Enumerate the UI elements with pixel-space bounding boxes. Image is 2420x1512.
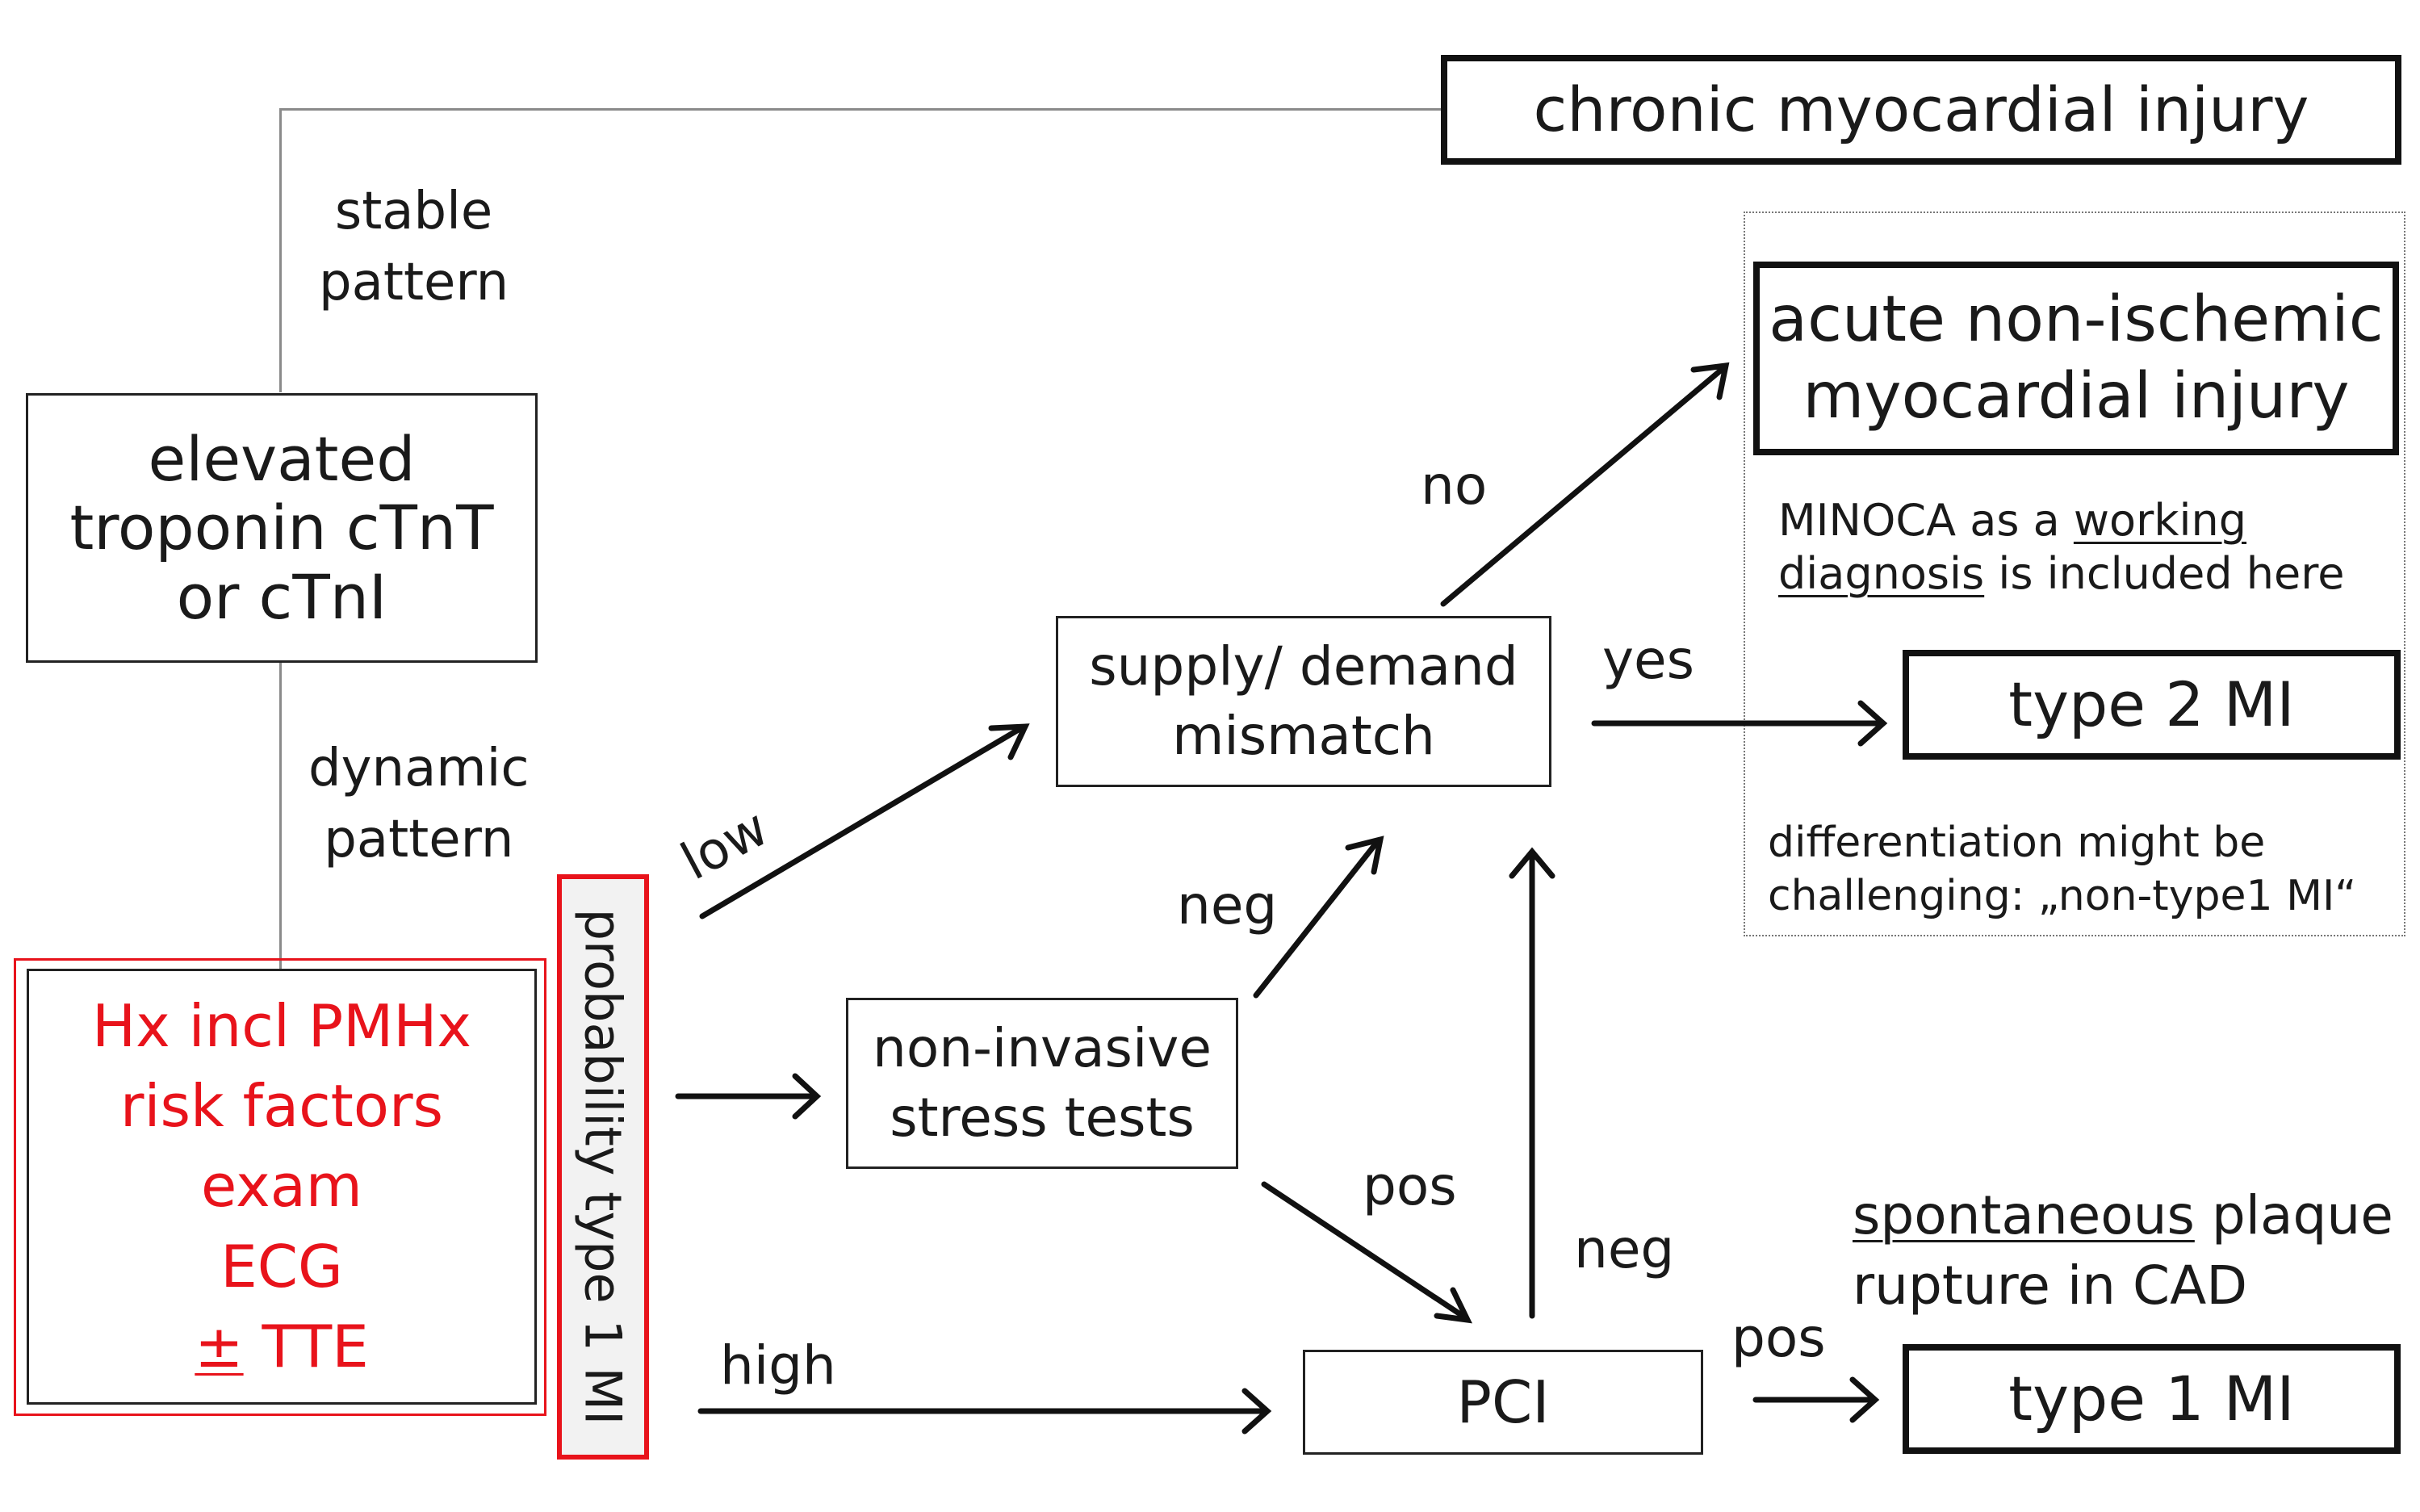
acute-line-1: acute non-ischemic: [1769, 283, 2384, 356]
troponin-line-1: elevated: [148, 423, 416, 496]
troponin-box: elevated troponin cTnT or cTnI: [26, 393, 538, 663]
arrow-pos-stress: [1261, 1181, 1468, 1321]
working-text: working: [2073, 495, 2247, 546]
probability-box: probability type 1 MI: [557, 874, 649, 1460]
pos-stress-label: pos: [1363, 1155, 1457, 1217]
arrow-no: [1440, 365, 1727, 607]
neg-stress-label: neg: [1177, 874, 1278, 936]
minoca-text-1: MINOCA as a: [1778, 495, 2074, 546]
no-label: no: [1421, 454, 1488, 517]
high-label: high: [720, 1334, 836, 1397]
minoca-line-1: MINOCA as a working: [1778, 494, 2344, 547]
stress-line-1: non-invasive: [873, 1017, 1212, 1080]
dynamic-word: dynamic: [308, 739, 530, 798]
chronic-label: chronic myocardial injury: [1533, 73, 2309, 146]
diagnosis-text: diagnosis: [1778, 547, 1985, 599]
connector-stable: [279, 108, 282, 392]
supply-line-2: mismatch: [1172, 705, 1435, 767]
pos-pci-label: pos: [1731, 1307, 1826, 1369]
stable-pattern-label: stable pattern: [319, 176, 509, 319]
type2-group-region: [1744, 212, 2405, 936]
tte-text: TTE: [243, 1313, 369, 1381]
minoca-text-2: is included here: [1984, 547, 2345, 599]
supply-line-1: supply/ demand: [1089, 635, 1518, 698]
neg-pci-label: neg: [1574, 1218, 1675, 1280]
arrow-neg-stress: [1253, 839, 1380, 999]
spontaneous-text: spontaneous: [1853, 1184, 2195, 1246]
stress-tests-box: non-invasive stress tests: [846, 998, 1238, 1169]
history-box: Hx incl PMHx risk factors exam ECG ± TTE: [27, 969, 537, 1405]
type1-label: type 1 MI: [2008, 1363, 2295, 1435]
arrow-low: [699, 725, 1024, 919]
plus-minus-symbol: ±: [195, 1313, 244, 1381]
dynamic-pattern-label: dynamic pattern: [308, 733, 530, 876]
stress-line-2: stress tests: [890, 1087, 1195, 1149]
history-line-5: ± TTE: [195, 1307, 368, 1387]
pattern-word-2: pattern: [324, 810, 514, 870]
troponin-line-2: troponin cTnT: [69, 492, 494, 564]
history-line-1: Hx incl PMHx: [91, 991, 472, 1060]
minoca-line-2: diagnosis is included here: [1778, 547, 2344, 601]
differentiation-line-1: differentiation might be: [1768, 819, 2266, 867]
yes-label: yes: [1602, 629, 1695, 691]
connector-stable-top: [279, 108, 1442, 111]
supply-demand-box: supply/ demand mismatch: [1056, 616, 1551, 787]
differentiation-note: differentiation might be challenging: „n…: [1768, 817, 2356, 923]
connector-dynamic: [279, 662, 282, 969]
type2-label: type 2 MI: [2008, 668, 2295, 741]
acute-line-2: myocardial injury: [1802, 360, 2350, 433]
history-line-3: exam: [201, 1152, 362, 1221]
type1-mi-box: type 1 MI: [1903, 1344, 2401, 1454]
pci-label: PCI: [1456, 1368, 1550, 1436]
pci-box: PCI: [1303, 1350, 1703, 1455]
acute-non-ischemic-box: acute non-ischemic myocardial injury: [1753, 262, 2399, 455]
probability-label: probability type 1 MI: [573, 908, 633, 1426]
chronic-injury-box: chronic myocardial injury: [1441, 55, 2401, 165]
differentiation-line-2: challenging: „non-type1 MI“: [1768, 871, 2357, 920]
pattern-word: pattern: [319, 253, 509, 313]
history-line-4: ECG: [220, 1232, 343, 1300]
plaque-text: plaque: [2194, 1184, 2393, 1246]
stable-word: stable: [334, 182, 493, 241]
history-line-2: risk factors: [119, 1071, 444, 1140]
spontaneous-note: spontaneous plaque rupture in CAD: [1853, 1180, 2393, 1321]
minoca-note: MINOCA as a working diagnosis is include…: [1778, 494, 2344, 601]
troponin-line-3: or cTnI: [176, 560, 387, 633]
type2-mi-box: type 2 MI: [1903, 650, 2401, 760]
rupture-line: rupture in CAD: [1853, 1254, 2248, 1317]
spontaneous-line-1: spontaneous plaque: [1853, 1180, 2393, 1250]
history-box-outer: [14, 958, 546, 1416]
